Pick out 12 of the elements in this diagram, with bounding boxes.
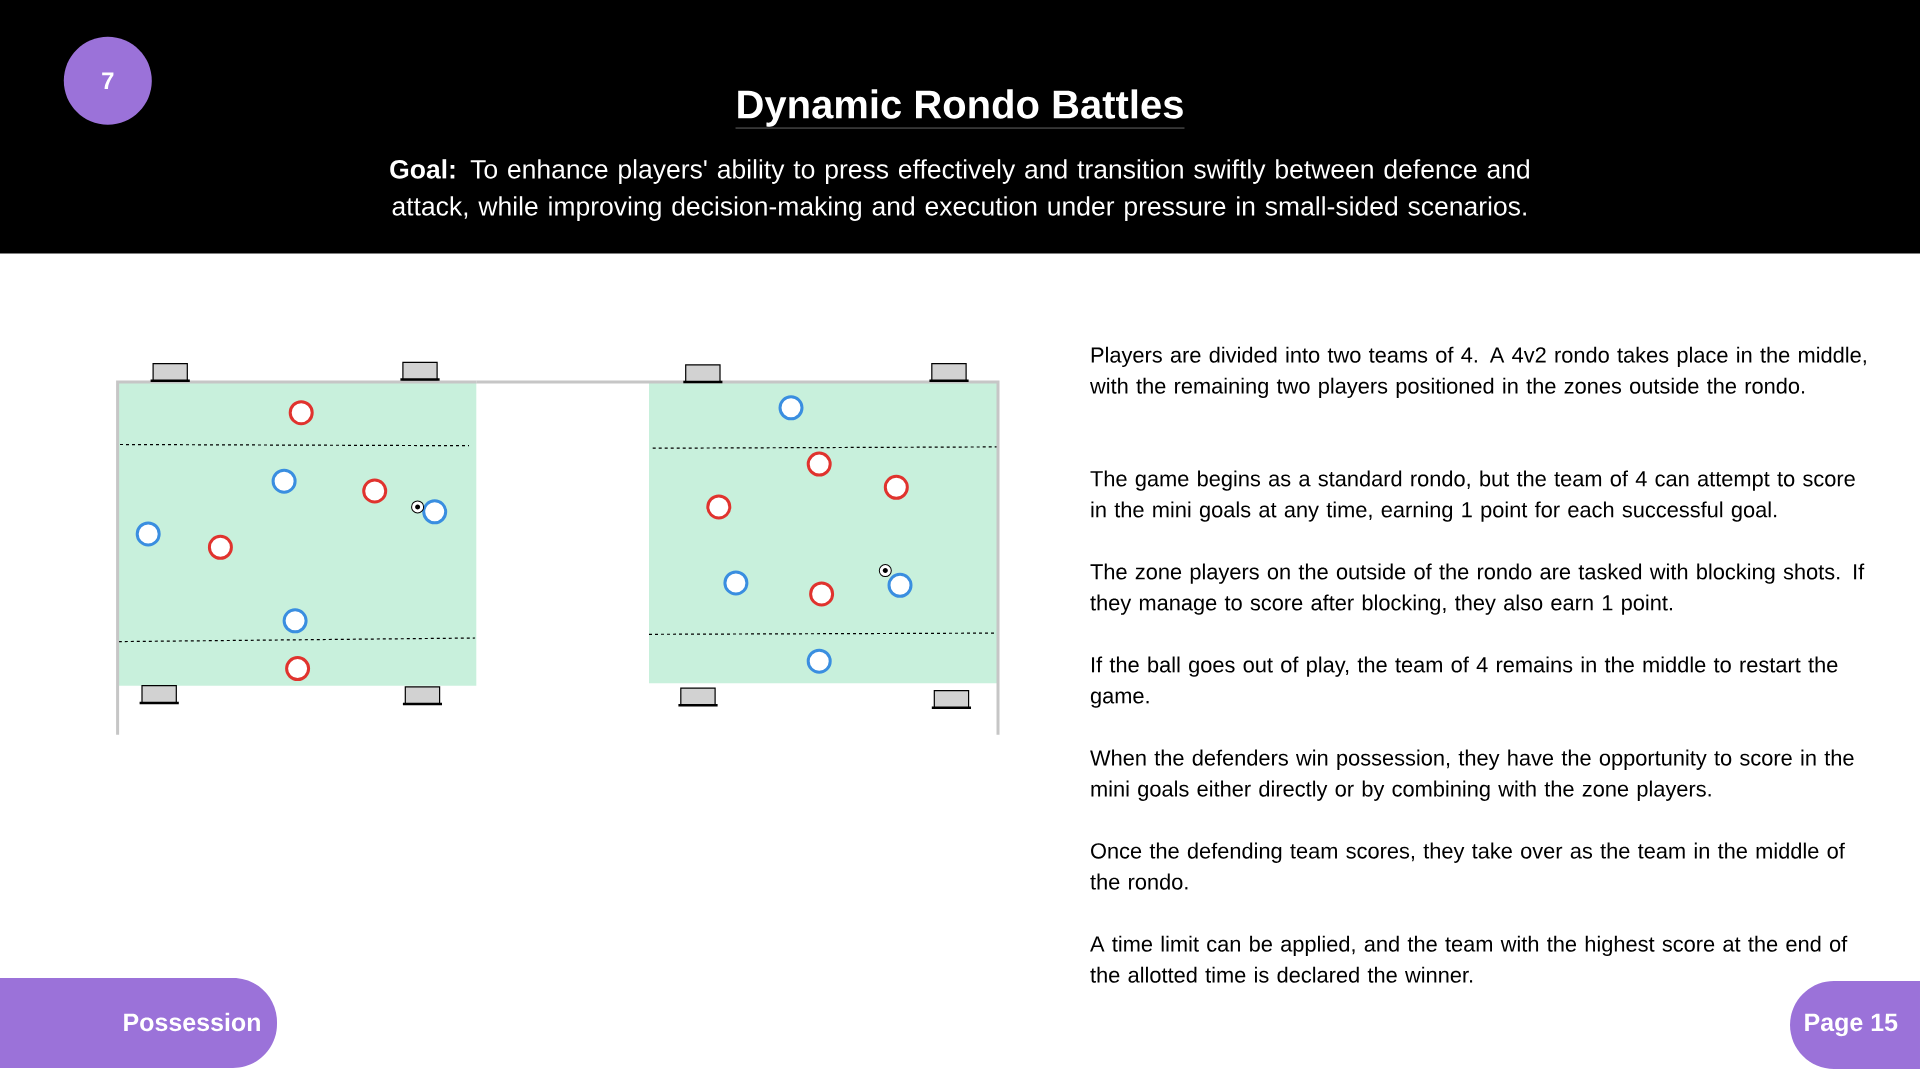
paragraph: Once the defending team scores, they take over as the team in the middle of the rondo. bbox=[1090, 842, 1845, 890]
paragraph: The zone players on the outside of the rondo are tasked with blocking shots. If they manage to score after blocking, they also earn 1 point. bbox=[1090, 563, 1865, 615]
paragraph: The game begins as a standard rondo, but the team of 4 can attempt to score in the mini goals at any time, earning 1 point for each successful goal. bbox=[1090, 470, 1855, 522]
section-tab: Possession bbox=[0, 978, 277, 1068]
paragraph: If the ball goes out of play, the team of 4 remains in the middle to restart the game. bbox=[1090, 656, 1838, 708]
title: Dynamic Rondo Battles bbox=[735, 89, 1185, 129]
number-badge: 7 bbox=[63, 36, 152, 125]
paragraph: Players are divided into two teams of 4. A 4v2 rondo takes place in the middle, with the remaining two players positioned in the zones outside the rondo. bbox=[1090, 346, 1866, 398]
goal-text: Goal: To enhance players' ability to press effectively and transition swiftly between defence and attack, while improving decision-making and execution under pressure in small-sided scenarios. bbox=[390, 159, 1529, 221]
paragraph: When the defenders win possession, they have the opportunity to score in the mini goals either directly or by combining with the zone players. bbox=[1090, 749, 1854, 801]
page-tab: Page 15 bbox=[1790, 981, 1920, 1069]
paragraph: A time limit can be applied, and the team with the highest score at the end of the allotted time is declared the winner. bbox=[1090, 935, 1848, 983]
